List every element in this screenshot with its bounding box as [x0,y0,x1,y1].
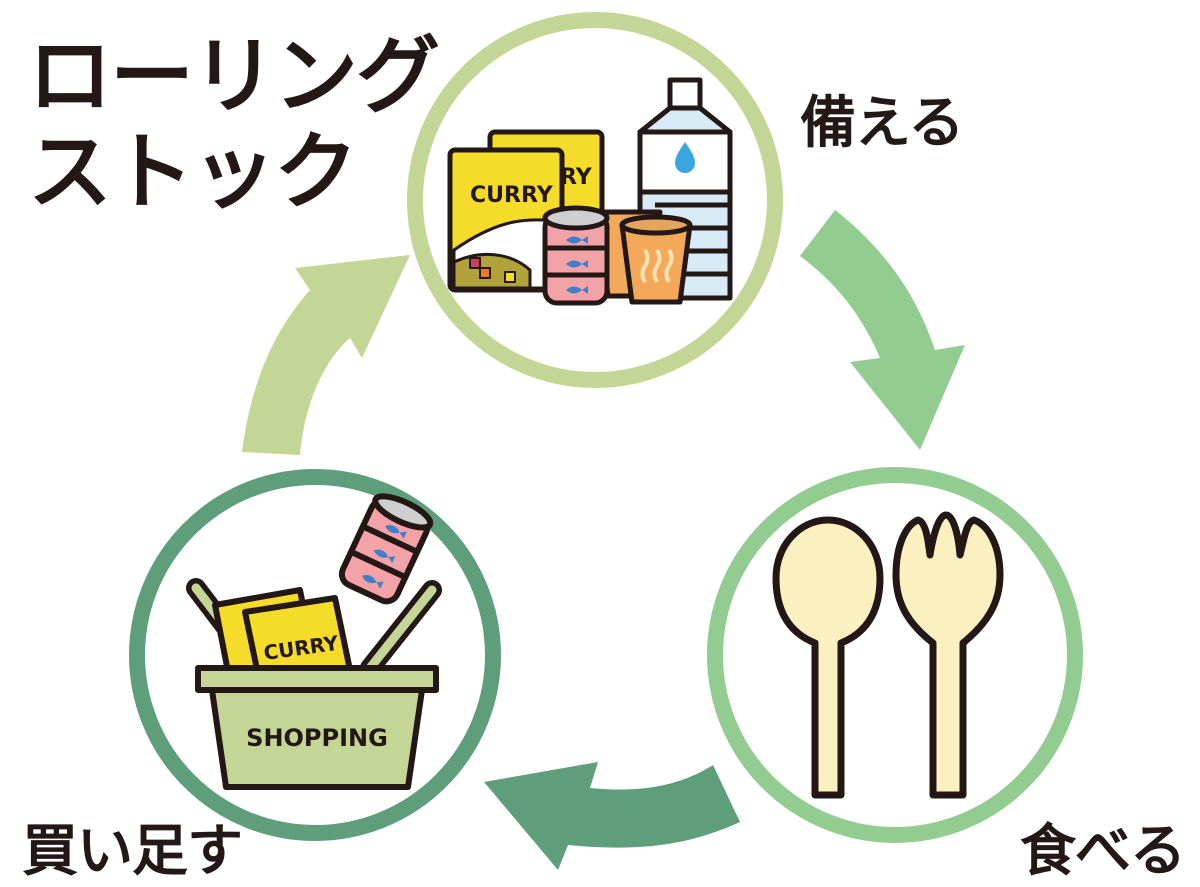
basket-label: SHOPPING [246,724,388,752]
basket-rim [195,665,439,693]
stage-label-buy: 買い足す [22,819,243,884]
fish-icon [566,236,588,244]
title-line-1: ローリング [28,27,440,125]
bottle-cap [667,77,703,111]
arrow-eat-to-buy [484,762,740,870]
steam-icon [640,248,674,284]
stage-label-eat: 食べる [1020,819,1186,884]
spoon-and-fork-icon [772,511,1004,799]
fork-icon [892,511,1004,799]
basket-body [209,687,425,790]
fish-icon [566,286,588,294]
basket-handle-right-fill [365,585,437,673]
spoon-icon [772,516,884,799]
title-line-2: ストック [28,123,358,221]
arrow-buy-to-prepare [242,255,410,455]
curry-box-front-text: CURRY [470,183,554,208]
noodle-cup-front [619,222,693,305]
noodle-cup-top [619,214,693,236]
fish-icon [385,525,407,539]
fish-can-lid [542,205,610,231]
emergency-food-supplies-icon: RY CURRY [447,77,733,306]
fish-icon [373,549,396,564]
arrow-prepare-to-eat [800,210,965,450]
can-divider [349,549,407,580]
falling-can-lid [372,493,434,531]
curry-box-back-text: RY [560,165,593,190]
water-drop-icon [675,142,695,173]
page-title: ローリング ストック [28,27,440,221]
eat-ring [707,467,1083,843]
curry-chunk [504,271,516,283]
falling-fish-can [338,493,434,605]
shopping-basket-icon: CURRY SHOPPING [186,493,442,790]
can-divider [361,523,419,555]
fish-icon [361,574,384,589]
fish-icon [566,260,588,268]
stage-label-prepare: 備える [800,91,964,156]
curry-chunk [479,267,491,279]
curry-chunk [469,257,481,269]
